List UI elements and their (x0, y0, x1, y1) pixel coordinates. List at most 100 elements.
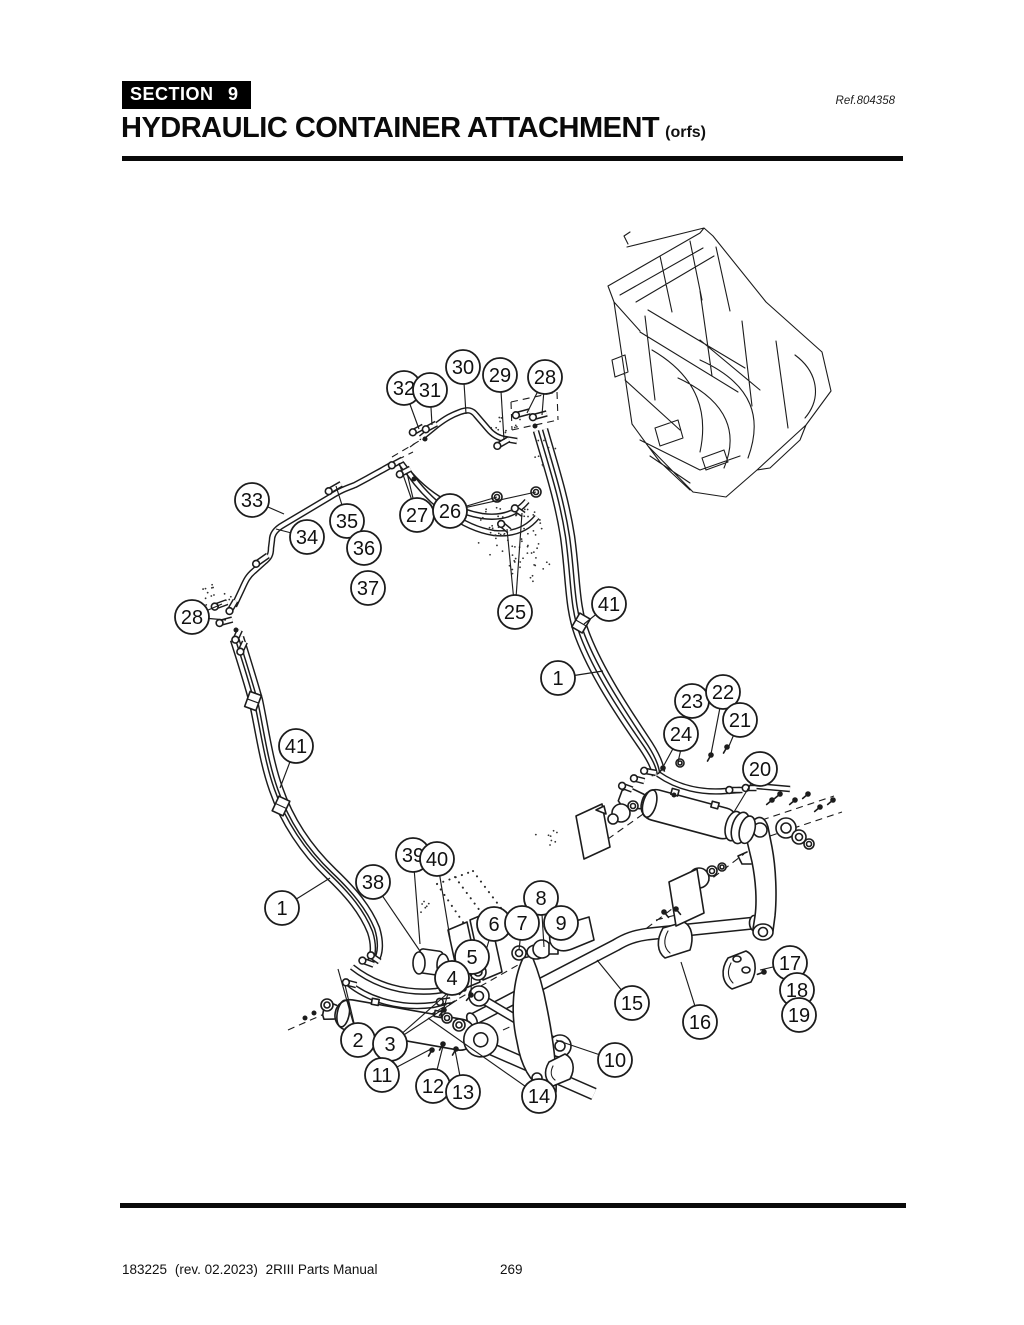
callout-2: 2 (340, 1022, 376, 1058)
svg-text:37: 37 (357, 578, 379, 600)
trunnion-cylinder (321, 997, 499, 1058)
callout-40: 40 (419, 841, 455, 877)
svg-text:10: 10 (604, 1050, 626, 1072)
callout-1: 1 (264, 890, 300, 926)
svg-text:26: 26 (439, 501, 461, 523)
callout-8: 8 (523, 880, 559, 916)
svg-text:2: 2 (352, 1030, 363, 1052)
callout-12: 12 (415, 1068, 451, 1104)
svg-text:27: 27 (406, 505, 428, 527)
callout-11: 11 (364, 1057, 400, 1093)
callout-41: 41 (278, 728, 314, 764)
callout-21: 21 (722, 702, 758, 738)
hydraulic-cylinder-20 (617, 786, 757, 845)
svg-text:28: 28 (534, 367, 556, 389)
callout-9: 9 (543, 905, 579, 941)
callout-20: 20 (742, 751, 778, 787)
callout-14: 14 (521, 1078, 557, 1114)
svg-text:24: 24 (670, 724, 692, 746)
svg-text:9: 9 (555, 913, 566, 935)
callout-1: 1 (540, 660, 576, 696)
callout-30: 30 (445, 349, 481, 385)
svg-text:19: 19 (788, 1005, 810, 1027)
callout-26: 26 (432, 493, 468, 529)
callout-33: 33 (234, 482, 270, 518)
svg-text:17: 17 (779, 953, 801, 975)
svg-text:34: 34 (296, 527, 318, 549)
footer-manual-title: 2RIII Parts Manual (265, 1262, 378, 1277)
machine-assembly-thumbnail (607, 227, 832, 498)
page-title: HYDRAULIC CONTAINER ATTACHMENT (121, 112, 660, 144)
svg-text:41: 41 (598, 594, 620, 616)
cylinder-20-mount-parts (575, 803, 631, 860)
svg-text:1: 1 (552, 668, 563, 690)
stipple-texture (202, 416, 558, 914)
callout-15: 15 (614, 985, 650, 1021)
section-label: SECTION 9 (122, 81, 251, 109)
callout-28: 28 (174, 599, 210, 635)
svg-text:13: 13 (452, 1082, 474, 1104)
svg-text:21: 21 (729, 710, 751, 732)
parts-diagram: 3032312928272633343536372825411232221242… (174, 227, 843, 1114)
svg-text:14: 14 (528, 1086, 550, 1108)
svg-text:25: 25 (504, 602, 526, 624)
callout-13: 13 (445, 1074, 481, 1110)
callout-34: 34 (289, 519, 325, 555)
svg-text:29: 29 (489, 365, 511, 387)
svg-text:38: 38 (362, 872, 384, 894)
svg-text:35: 35 (336, 511, 358, 533)
svg-text:33: 33 (241, 490, 263, 512)
callout-41: 41 (591, 586, 627, 622)
callout-29: 29 (482, 357, 518, 393)
page-title-row: HYDRAULIC CONTAINER ATTACHMENT (orfs) (121, 112, 911, 145)
svg-text:5: 5 (466, 947, 477, 969)
callout-23: 23 (674, 683, 710, 719)
callout-36: 36 (346, 530, 382, 566)
svg-text:6: 6 (488, 914, 499, 936)
svg-text:16: 16 (689, 1012, 711, 1034)
footer-rule (120, 1203, 906, 1208)
callout-7: 7 (504, 905, 540, 941)
svg-text:28: 28 (181, 607, 203, 629)
small-hardware (210, 408, 836, 1057)
callout-37: 37 (350, 570, 386, 606)
callout-19: 19 (781, 997, 817, 1033)
svg-text:18: 18 (786, 980, 808, 1002)
svg-text:3: 3 (384, 1034, 395, 1056)
svg-text:1: 1 (276, 898, 287, 920)
tube-bracket (657, 921, 693, 959)
svg-text:30: 30 (452, 357, 474, 379)
page-number: 269 (500, 1262, 523, 1277)
callout-27: 27 (399, 497, 435, 533)
svg-text:15: 15 (621, 993, 643, 1015)
callout-22: 22 (705, 674, 741, 710)
reference-number: Ref.804358 (835, 95, 895, 107)
svg-text:20: 20 (749, 759, 771, 781)
svg-text:39: 39 (402, 845, 424, 867)
page-title-suffix: (orfs) (665, 124, 706, 141)
callout-10: 10 (597, 1042, 633, 1078)
svg-text:4: 4 (446, 968, 457, 990)
callout-38: 38 (355, 864, 391, 900)
svg-text:40: 40 (426, 849, 448, 871)
callout-4: 4 (434, 960, 470, 996)
svg-text:8: 8 (535, 888, 546, 910)
footer-doc-number: 183225 (122, 1262, 168, 1277)
callout-35: 35 (329, 503, 365, 539)
header-rule (122, 156, 903, 161)
callout-28: 28 (527, 359, 563, 395)
callout-24: 24 (663, 716, 699, 752)
footer-info: 183225 (rev. 02.2023) 2RIII Parts Manual (122, 1262, 381, 1277)
svg-text:12: 12 (422, 1076, 444, 1098)
svg-text:11: 11 (372, 1065, 393, 1087)
footer-revision: (rev. 02.2023) (174, 1262, 258, 1277)
svg-text:7: 7 (516, 913, 527, 935)
hose-clamps (243, 612, 591, 817)
svg-text:32: 32 (393, 378, 415, 400)
callout-25: 25 (497, 594, 533, 630)
svg-text:23: 23 (681, 691, 703, 713)
callout-3: 3 (372, 1026, 408, 1062)
callout-leaders (191, 366, 791, 1097)
callout-16: 16 (682, 1004, 718, 1040)
